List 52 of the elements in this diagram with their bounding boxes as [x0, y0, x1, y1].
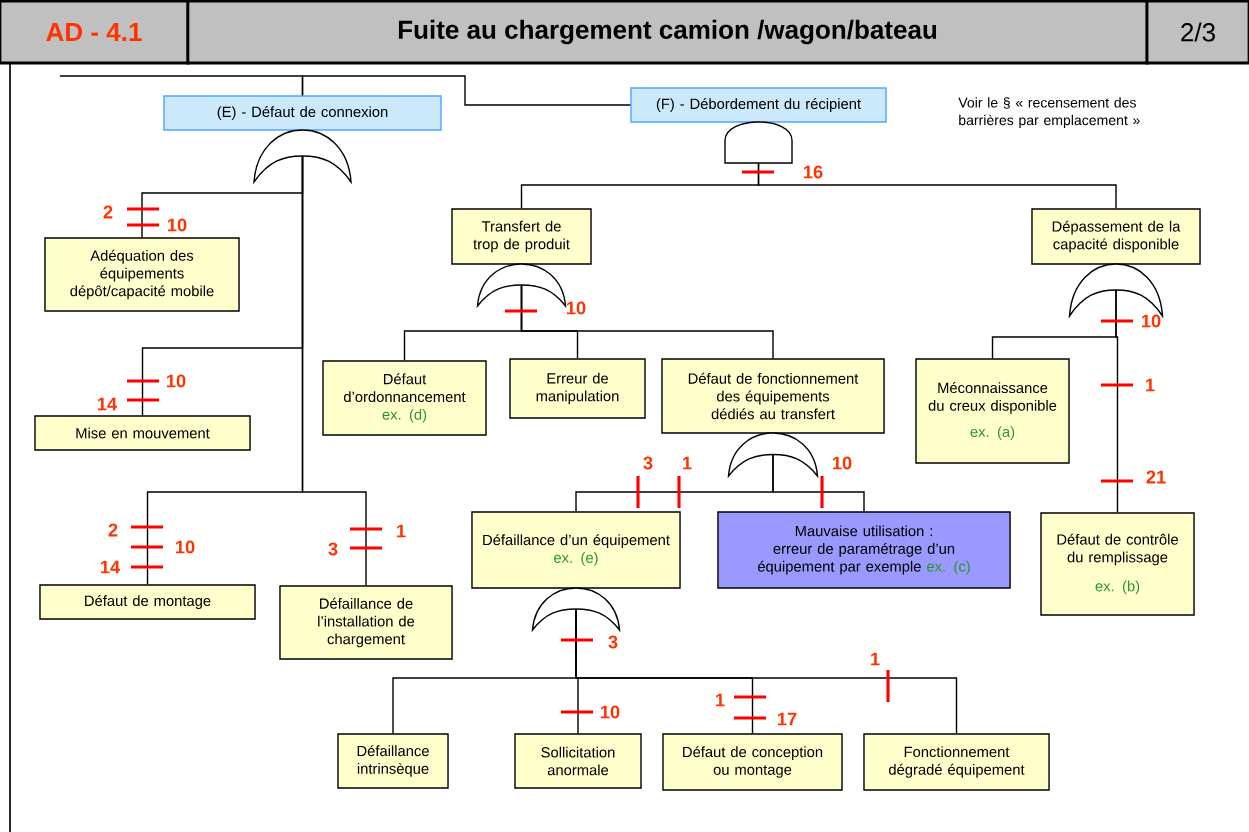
barrier-number: 3 [643, 456, 653, 470]
barrier-number: 3 [328, 542, 338, 556]
header-cell: 2/3 [1145, 0, 1249, 65]
connector-line [1115, 289, 1119, 513]
event-box: Défaut de fonctionnement des équipements dédiés au transfert [661, 358, 885, 434]
connector-line [772, 453, 865, 512]
barrier-number: 10 [833, 456, 852, 470]
or-gate [253, 129, 352, 183]
header-cell: AD - 4.1 [0, 0, 190, 65]
event-box: Défaut d’ordonnancement ex. (d) [322, 360, 487, 436]
event-box: Dépassement de la capacité disponible [1031, 208, 1201, 265]
barrier-number: 1 [683, 456, 692, 470]
barrier-number: 10 [601, 705, 620, 719]
barrier-number: 1 [871, 652, 880, 666]
connector-line [520, 284, 774, 359]
note: Voir le § « recensement des barrières par emplacement » [958, 97, 1140, 128]
barrier-number: 1 [716, 693, 725, 707]
barrier-number: 3 [608, 635, 618, 649]
barrier-number: 10 [567, 301, 586, 315]
or-gate [531, 587, 621, 631]
event-box: Défaut de montage [39, 584, 256, 620]
event-box: Défaut de conception ou montage [662, 733, 843, 791]
barrier-number: 10 [167, 374, 186, 388]
barrier-number: 1 [1146, 378, 1155, 392]
event-box: Défaut de contrôle du remplissage ex. (b) [1040, 512, 1195, 616]
barrier-number: 16 [804, 165, 823, 179]
or-gate [476, 263, 567, 307]
event-box: Fonctionnement dégradé équipement [863, 733, 1050, 791]
event-box: Mise en mouvement [34, 415, 251, 451]
barrier-number: 2 [108, 523, 118, 537]
heading-box: (E) - Défaut de connexion [163, 95, 442, 131]
event-box: Sollicitation anormale [514, 733, 642, 789]
event-box: Transfert de trop de produit [451, 208, 592, 265]
event-box: Adéquation des équipements dépôt/capacité mobile [44, 237, 240, 312]
event-box: Défaillance intrinsèque [337, 733, 449, 789]
and-gate [724, 121, 793, 164]
event-box: Mauvaise utilisation : erreur de paramétrage d’un équipement par exemple ex. (c) [717, 511, 1011, 589]
barrier-number: 2 [103, 205, 113, 219]
heading-box: (F) - Débordement du récipient [630, 87, 887, 123]
connector-line [575, 608, 958, 734]
connector-line [301, 75, 631, 106]
connector-line [757, 162, 1117, 209]
barrier-number: 10 [176, 540, 195, 554]
barrier-number: 10 [1142, 314, 1161, 328]
event-box: Erreur de manipulation [509, 358, 646, 419]
barrier-number: 21 [1146, 470, 1166, 484]
event-box: Défaillance d’un équipement ex. (e) [471, 511, 681, 589]
event-box: Méconnaissance du creux disponible ex. (a) [915, 358, 1070, 464]
event-box: Défaillance de l’installation de chargement [279, 585, 453, 660]
or-gate [727, 432, 819, 477]
connector-line [301, 155, 367, 586]
barrier-number: 1 [397, 524, 406, 538]
